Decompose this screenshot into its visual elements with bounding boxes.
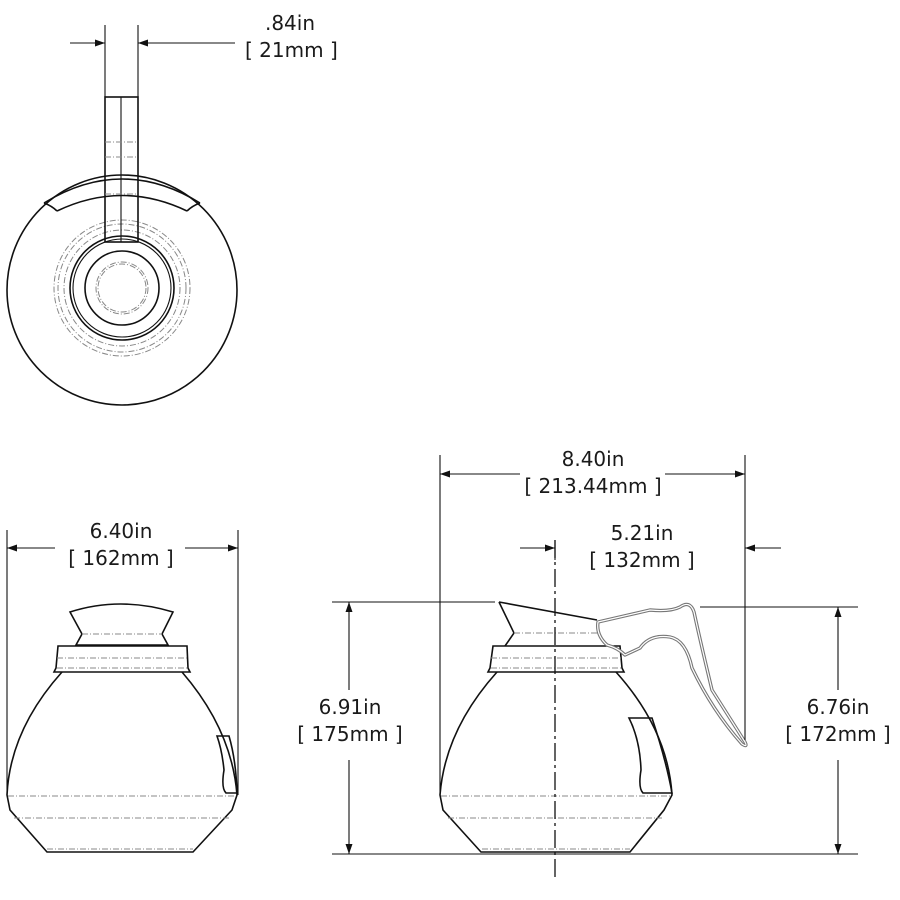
- dim-handle-height-mm: 172mm: [780, 721, 896, 748]
- dim-front-width: 6.40in 162mm: [62, 518, 180, 572]
- dim-center-to-handle-in: 5.21in: [610, 521, 674, 545]
- dim-center-to-handle-mm: 132mm: [586, 547, 698, 574]
- top-view: [6, 25, 238, 406]
- dim-handle-width-mm: 21mm: [245, 37, 335, 64]
- dim-overall-height-in: 6.91in: [318, 695, 382, 719]
- dim-front-width-mm: 162mm: [62, 545, 180, 572]
- dim-overall-length-mm: 213.44mm: [522, 473, 664, 500]
- dim-overall-height-mm: 175mm: [292, 721, 408, 748]
- dim-overall-height: 6.91in 175mm: [292, 694, 408, 748]
- dim-front-width-in: 6.40in: [89, 519, 153, 543]
- dim-overall-length-in: 8.40in: [561, 447, 625, 471]
- dim-center-to-handle: 5.21in 132mm: [586, 520, 698, 574]
- side-view: [332, 455, 858, 880]
- dim-overall-length: 8.40in 213.44mm: [522, 446, 664, 500]
- dim-handle-width: .84in 21mm: [245, 10, 335, 64]
- dim-handle-height: 6.76in 172mm: [780, 694, 896, 748]
- dim-handle-width-in: .84in: [264, 11, 316, 35]
- front-view: [6, 530, 239, 853]
- dim-handle-height-in: 6.76in: [806, 695, 870, 719]
